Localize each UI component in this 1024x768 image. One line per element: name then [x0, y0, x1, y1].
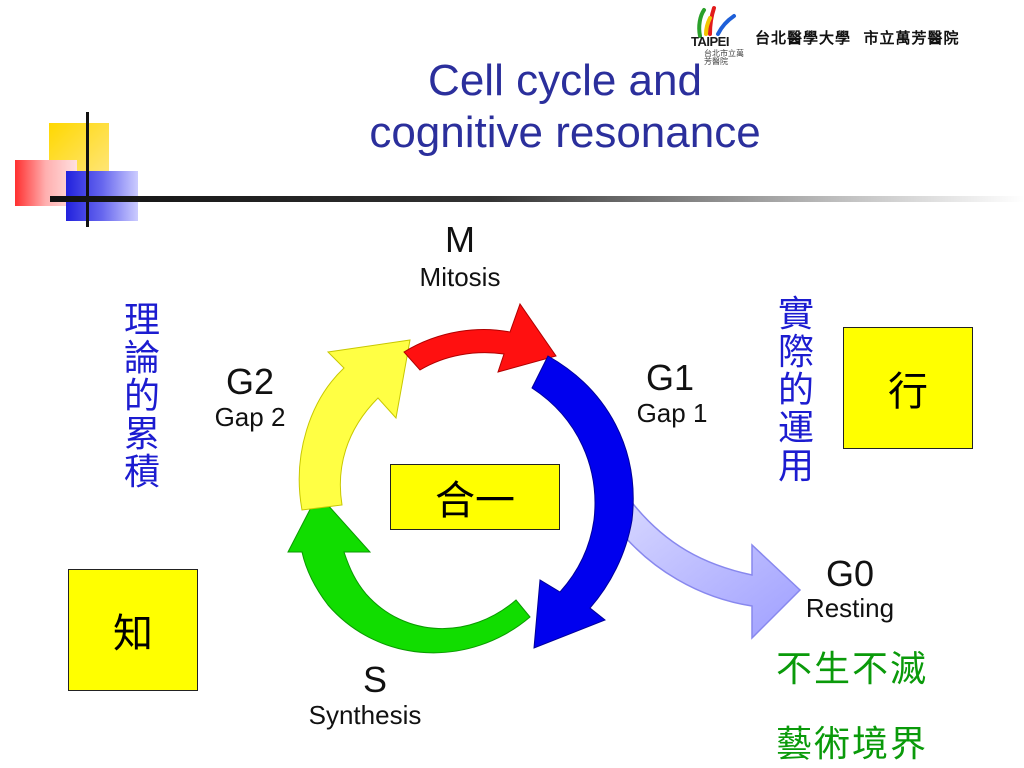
action-box: 行 — [843, 327, 973, 449]
phase-g1-code: G1 — [645, 357, 695, 398]
mitosis-arrow — [403, 302, 557, 373]
theory-accumulation-text: 理論的累積 — [123, 300, 160, 493]
title-line-2: cognitive resonance — [369, 108, 761, 157]
practical-application-text: 實際的運用 — [777, 294, 814, 487]
slide-title: Cell cycle and cognitive resonance — [240, 55, 890, 159]
logo-subtext: 台北市立萬芳醫院 — [704, 49, 744, 66]
knowledge-box: 知 — [68, 569, 198, 691]
affiliation-text: 台北醫學大學 市立萬芳醫院 — [755, 29, 960, 47]
phase-g2-code: G2 — [225, 361, 275, 402]
unity-box: 合一 — [390, 464, 560, 530]
synthesis-arrow — [287, 493, 531, 654]
phase-g2-name: Gap 2 — [214, 402, 286, 432]
g0-exit-arrow — [614, 498, 802, 640]
g0-caption-line-2: 藝術境界 — [776, 724, 929, 765]
logo-text: TAIPEI — [691, 34, 729, 49]
phase-g0-code: G0 — [825, 553, 875, 594]
g2-arrow — [298, 339, 411, 511]
phase-g1-name: Gap 1 — [636, 398, 708, 428]
title-underline — [50, 196, 1024, 202]
g1-arrow — [531, 355, 634, 649]
phase-g0-name: Resting — [805, 593, 895, 623]
phase-m-name: Mitosis — [419, 262, 501, 292]
taipei-logo — [688, 4, 748, 68]
phase-m-code: M — [445, 219, 475, 260]
title-line-1: Cell cycle and — [428, 56, 702, 105]
decor-vertical-line — [86, 112, 89, 227]
phase-s-code: S — [362, 659, 387, 700]
phase-s-name: Synthesis — [308, 700, 422, 730]
g0-caption-line-1: 不生不滅 — [776, 649, 929, 690]
